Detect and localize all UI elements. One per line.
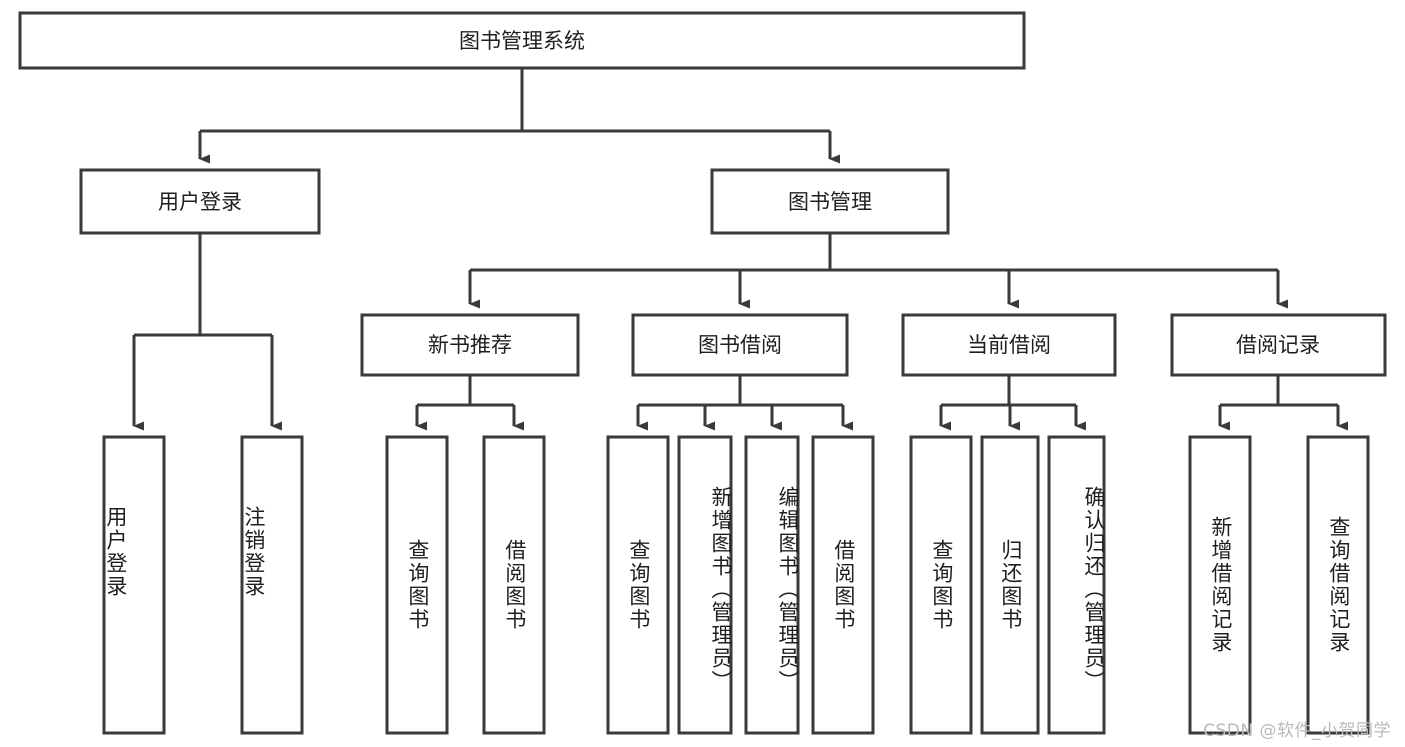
leaf-box-bb-borrow-book[interactable] [811, 435, 875, 735]
leaf-box-cb-return-book[interactable] [980, 435, 1040, 735]
node-book-manage[interactable]: 图书管理 [710, 168, 950, 235]
node-borrow-record-box[interactable] [1170, 313, 1387, 377]
leaf-box-logout[interactable] [240, 435, 304, 735]
node-book-borrow-box[interactable] [631, 313, 849, 377]
edge-group-root [198, 68, 840, 164]
leaf-box-bb-query-book[interactable] [606, 435, 670, 735]
leaf-box-br-query-record[interactable] [1306, 435, 1370, 735]
leaf-box-bb-edit-book[interactable] [744, 435, 800, 735]
node-current-borrow-box[interactable] [901, 313, 1117, 377]
edge-group-book-manage [468, 233, 1288, 309]
leaf-box-bb-add-book[interactable] [677, 435, 733, 735]
node-new-book-recommend-label: 新书推荐 [428, 333, 512, 357]
node-borrow-record[interactable]: 借阅记录 [1170, 313, 1387, 377]
leaf-box-cb-query-book[interactable] [909, 435, 973, 735]
leaf-box-nbr-query-book[interactable] [385, 435, 449, 735]
edge-group-user-login [132, 233, 282, 431]
node-borrow-record-label: 借阅记录 [1236, 333, 1320, 357]
edge-group-current-borrow [939, 375, 1086, 431]
node-root-box[interactable] [18, 11, 1026, 70]
node-new-book-recommend-box[interactable] [360, 313, 580, 377]
leaf-box-cb-confirm-return[interactable] [1047, 435, 1106, 735]
edge-group-new-book-recommend [415, 375, 524, 431]
edge-group-borrow-record [1218, 375, 1348, 431]
edge-group-book-borrow [636, 375, 853, 431]
node-current-borrow[interactable]: 当前借阅 [901, 313, 1117, 377]
node-book-manage-label: 图书管理 [788, 190, 872, 214]
node-new-book-recommend[interactable]: 新书推荐 [360, 313, 580, 377]
leaf-box-br-add-record[interactable] [1188, 435, 1252, 735]
leaf-box-nbr-borrow-book[interactable] [482, 435, 546, 735]
node-current-borrow-label: 当前借阅 [967, 333, 1051, 357]
node-book-borrow[interactable]: 图书借阅 [631, 313, 849, 377]
leaf-box-user-login[interactable] [102, 435, 166, 735]
node-book-borrow-label: 图书借阅 [698, 333, 782, 357]
node-user-login[interactable]: 用户登录 [79, 168, 321, 235]
leaf-box-group [102, 435, 1370, 735]
node-book-manage-box[interactable] [710, 168, 950, 235]
node-root-label: 图书管理系统 [459, 29, 585, 53]
node-user-login-label: 用户登录 [158, 190, 242, 214]
node-root[interactable]: 图书管理系统 [18, 11, 1026, 70]
node-user-login-box[interactable] [79, 168, 321, 235]
csdn-watermark: CSDN @软件_小贺同学 [1203, 721, 1391, 741]
